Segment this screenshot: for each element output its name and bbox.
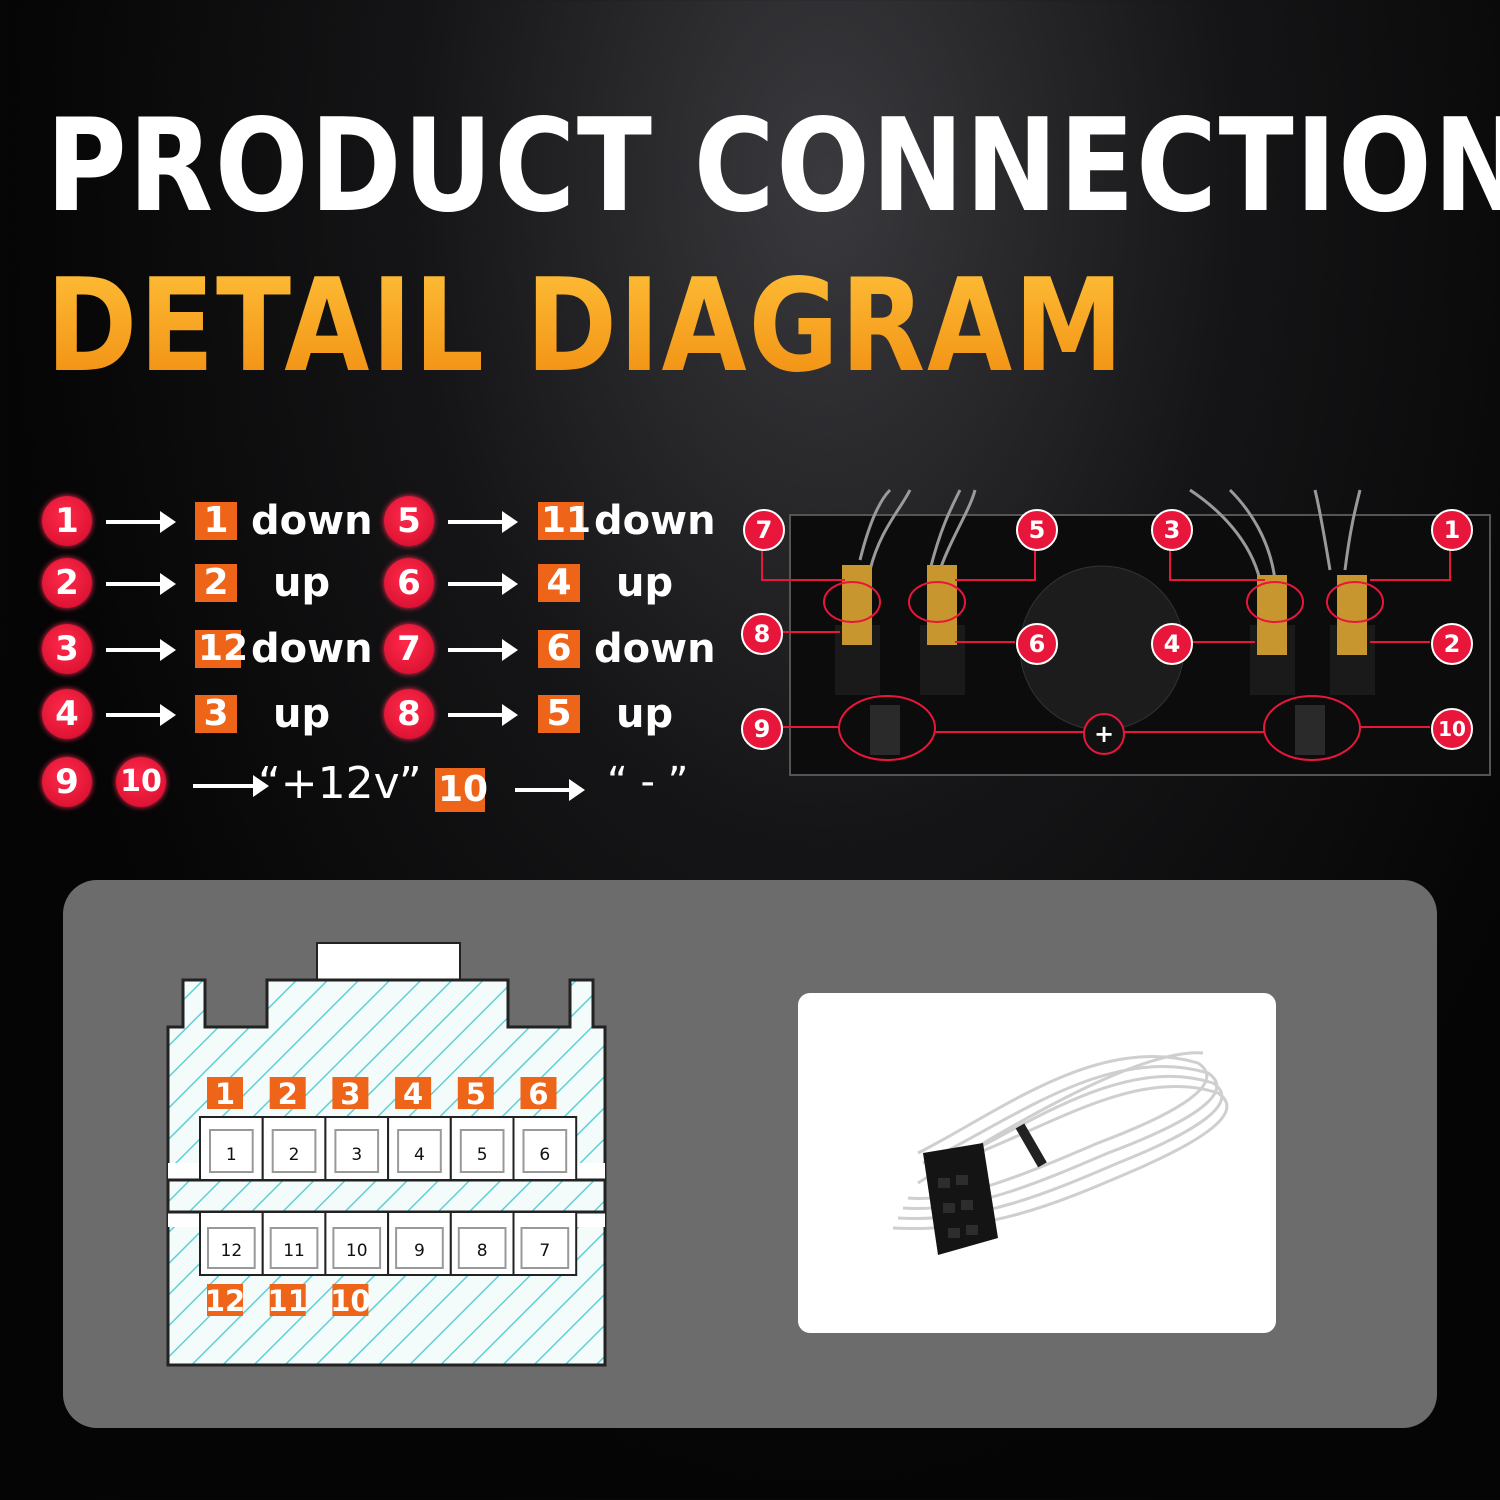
pin-label-box xyxy=(269,1284,306,1316)
panel-callout-badge: 6 xyxy=(1016,623,1058,665)
switch-number-badge: 5 xyxy=(384,496,434,546)
switch-number-badge: 6 xyxy=(384,558,434,608)
pin-number: 2 xyxy=(289,1145,300,1165)
arrow-icon xyxy=(515,779,585,801)
switch-number-badge: 10 xyxy=(116,757,166,807)
pin-label: 4 xyxy=(403,1077,423,1111)
title-line-1: PRODUCT CONNECTION xyxy=(46,92,1500,241)
switch-number-badge: 4 xyxy=(42,689,92,739)
pin-label-box xyxy=(332,1077,369,1109)
pin-slot xyxy=(334,1129,380,1173)
panel-callout-badge: 7 xyxy=(743,509,785,551)
negative-label: “ - ” xyxy=(607,759,689,805)
pin-number-badge: 4 xyxy=(538,564,580,602)
pin-label: 6 xyxy=(528,1077,548,1111)
panel-callout-badge: 10 xyxy=(1431,708,1473,750)
pin-number-badge: 2 xyxy=(195,564,237,602)
pin-number: 10 xyxy=(346,1241,368,1261)
pin-number: 11 xyxy=(283,1241,305,1261)
pin-label: 5 xyxy=(466,1077,486,1111)
pin-label-box xyxy=(207,1077,243,1109)
arrow-icon xyxy=(448,639,518,661)
panel-callout-badge: 4 xyxy=(1151,623,1193,665)
arrow-icon xyxy=(106,704,176,726)
panel-callout-badge: 8 xyxy=(741,613,783,655)
pin-slot xyxy=(459,1129,505,1173)
pin-slot xyxy=(520,1227,570,1269)
pin-label: 1 xyxy=(215,1077,235,1111)
direction-label: up xyxy=(273,691,331,737)
pin-slot xyxy=(269,1227,319,1269)
switch-number-badge: 3 xyxy=(42,624,92,674)
pin-number: 6 xyxy=(539,1145,550,1165)
panel-callout-badge: 9 xyxy=(741,708,783,750)
panel-callout-badge: 3 xyxy=(1151,509,1193,551)
switch-number-badge: 9 xyxy=(42,757,92,807)
arrow-icon xyxy=(193,775,269,797)
pin-number-badge: 5 xyxy=(538,695,580,733)
pin-label-box xyxy=(207,1284,243,1316)
pin-label: 11 xyxy=(268,1284,308,1318)
arrow-icon xyxy=(106,639,176,661)
pin-number-badge: 3 xyxy=(195,695,237,733)
arrow-icon xyxy=(448,511,518,533)
pin-label-box xyxy=(457,1077,494,1109)
pin-number-badge: 1 xyxy=(195,502,237,540)
pin-number: 5 xyxy=(477,1145,488,1165)
panel-callout-badge: 1 xyxy=(1431,509,1473,551)
direction-label: down xyxy=(251,626,373,672)
direction-label: up xyxy=(273,560,331,606)
pin-number: 1 xyxy=(226,1145,237,1165)
arrow-icon xyxy=(448,704,518,726)
pin-number-badge: 12 xyxy=(195,630,248,668)
pin-label-box xyxy=(332,1284,369,1316)
pin-slot xyxy=(457,1227,507,1269)
switch-number-badge: 8 xyxy=(384,689,434,739)
pin-slot xyxy=(209,1129,254,1173)
panel-callout-badge: 5 xyxy=(1016,509,1058,551)
pin-slot xyxy=(395,1227,444,1269)
pin-label-box xyxy=(395,1077,432,1109)
pin-slot xyxy=(207,1227,256,1269)
switch-number-badge: 2 xyxy=(42,558,92,608)
positive-label: “+12v” xyxy=(258,758,422,809)
pin-number-badge: 10 xyxy=(435,768,488,812)
pin-slot xyxy=(271,1129,317,1173)
direction-label: up xyxy=(616,560,674,606)
pin-number: 12 xyxy=(221,1241,243,1261)
title-line-2: DETAIL DIAGRAM xyxy=(46,252,1126,401)
switch-panel-diagram xyxy=(761,488,1491,776)
pin-label-box xyxy=(269,1077,306,1109)
pin-number: 9 xyxy=(414,1241,425,1261)
pin-number: 3 xyxy=(351,1145,362,1165)
pin-number-badge: 11 xyxy=(538,502,591,540)
direction-label: up xyxy=(616,691,674,737)
pin-number-badge: 6 xyxy=(538,630,580,668)
pin-number: 7 xyxy=(539,1241,550,1261)
pin-number: 4 xyxy=(414,1145,425,1165)
switch-number-badge: 1 xyxy=(42,496,92,546)
pin-label: 2 xyxy=(278,1077,298,1111)
switch-number-badge: 7 xyxy=(384,624,434,674)
wire-harness-image xyxy=(892,1051,1229,1255)
direction-label: down xyxy=(594,626,716,672)
direction-label: down xyxy=(251,498,373,544)
pin-label: 12 xyxy=(205,1284,245,1318)
pin-label: 3 xyxy=(340,1077,360,1111)
panel-plus-marker: + xyxy=(1083,713,1125,755)
pin-slot xyxy=(522,1129,568,1173)
pin-number: 8 xyxy=(477,1241,488,1261)
wire-harness-photo xyxy=(798,993,1276,1333)
arrow-icon xyxy=(106,511,176,533)
pin-slot xyxy=(332,1227,382,1269)
panel-callout-badge: 2 xyxy=(1431,623,1473,665)
arrow-icon xyxy=(106,573,176,595)
pin-label: 10 xyxy=(330,1284,370,1318)
direction-label: down xyxy=(594,498,716,544)
pin-label-box xyxy=(520,1077,557,1109)
pin-slot xyxy=(397,1129,442,1173)
arrow-icon xyxy=(448,573,518,595)
